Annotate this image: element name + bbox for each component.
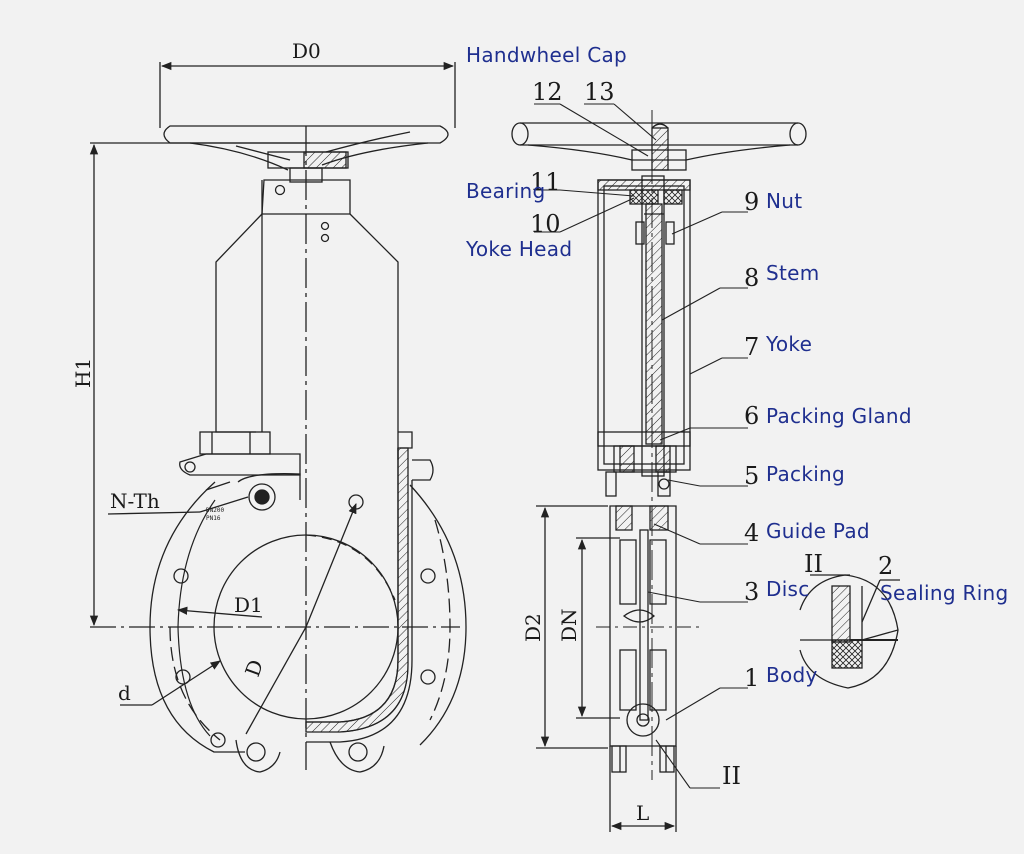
section-mark: II	[722, 762, 741, 790]
part-labels: Handwheel Cap Bearing Yoke Head Nut Stem…	[465, 43, 1009, 687]
body-stamps: DN200 PN16	[206, 507, 224, 522]
d2-label: D2	[521, 613, 545, 642]
callout-1: 1	[744, 664, 759, 692]
callout-3: 3	[744, 578, 759, 606]
h1-label: H1	[71, 358, 95, 388]
detail-ii	[799, 574, 900, 689]
d0-label: D0	[292, 39, 321, 63]
dn-label: DN	[557, 608, 581, 642]
handwheel-cap-label: Handwheel Cap	[466, 43, 627, 67]
side-view	[511, 103, 900, 832]
d1-leader	[107, 496, 357, 735]
flange-circles	[149, 473, 467, 773]
callout-13: 13	[584, 78, 615, 106]
stem-label: Stem	[766, 261, 820, 285]
yoke-side	[597, 110, 691, 780]
body-side	[536, 505, 700, 832]
callout-9: 9	[744, 188, 759, 216]
handwheel-front	[163, 125, 449, 183]
l-label: L	[636, 801, 649, 825]
bolt-hole-label: d	[118, 681, 131, 705]
dimension-labels: D0 H1 D1 D d N-Th D2 DN L	[71, 39, 649, 825]
yoke-head-label: Yoke Head	[465, 237, 572, 261]
callout-numbers: 12 13 11 10 9 8 7 6 5 4 3 1 2 II II	[530, 78, 893, 790]
yoke-front	[179, 126, 399, 770]
sealing-ring-label: Sealing Ring	[880, 581, 1009, 605]
callout-10: 10	[530, 210, 561, 238]
callout-7: 7	[744, 333, 759, 361]
callout-12: 12	[532, 78, 563, 106]
nut-label: Nut	[766, 189, 802, 213]
d0-dimension	[159, 61, 456, 128]
stamp-pn: PN16	[206, 515, 221, 522]
d-label: D	[240, 656, 268, 679]
yoke-label: Yoke	[765, 332, 812, 356]
d1-label: D1	[234, 593, 263, 617]
callout-2: 2	[878, 552, 893, 580]
disc-label: Disc	[766, 577, 810, 601]
callout-4: 4	[744, 519, 759, 547]
body-label: Body	[766, 663, 818, 687]
handwheel-side	[511, 122, 807, 171]
packing-label: Packing	[766, 462, 845, 486]
guide-pad-label: Guide Pad	[766, 519, 870, 543]
callout-8: 8	[744, 264, 759, 292]
callout-11: 11	[530, 168, 561, 196]
bearing-label: Bearing	[466, 179, 546, 203]
stamp-dn: DN200	[206, 507, 224, 514]
body-section-front	[305, 431, 434, 743]
n-th-label: N-Th	[110, 489, 160, 513]
callout-6: 6	[744, 402, 759, 430]
callout-5: 5	[744, 462, 759, 490]
callout-leaders	[534, 103, 748, 789]
detail-mark: II	[804, 550, 823, 578]
packing-gland-label: Packing Gland	[766, 404, 912, 428]
front-view	[89, 61, 467, 773]
